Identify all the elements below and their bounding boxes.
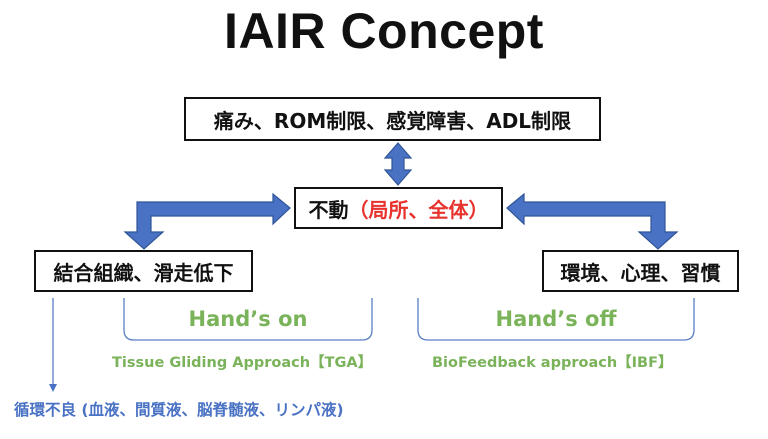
immobility-scope-label: （局所、全体） [348, 197, 489, 222]
immobility-label: 不動 [308, 197, 349, 222]
circulation-note: 循環不良 (血液、間質液、脳脊髄液、リンパ液) [14, 401, 344, 419]
tga-approach-label: Tissue Gliding Approach【TGA】 [112, 355, 373, 371]
hands-on-label: Hand’s on [188, 307, 308, 331]
environment-box: 環境、心理、習慣 [542, 250, 739, 292]
ibf-approach-label: BioFeedback approach【IBF】 [432, 355, 673, 371]
symptoms-label: 痛み、ROM制限、感覚障害、ADL制限 [213, 108, 572, 133]
left-bent-arrow [123, 192, 291, 250]
hands-on-bracket [123, 298, 373, 341]
connective-tissue-label: 結合組織、滑走低下 [53, 260, 234, 285]
symptoms-box: 痛み、ROM制限、感覚障害、ADL制限 [184, 97, 601, 141]
circulation-arrow-head [49, 384, 57, 392]
page-title: IAIR Concept [224, 3, 544, 59]
vertical-double-arrow [383, 142, 413, 186]
connective-tissue-box: 結合組織、滑走低下 [34, 250, 253, 292]
hands-off-label: Hand’s off [495, 307, 617, 331]
immobility-box: 不動（局所、全体） [294, 187, 503, 229]
environment-label: 環境、心理、習慣 [560, 260, 721, 285]
hands-off-bracket [417, 298, 695, 341]
right-bent-arrow [506, 192, 679, 250]
